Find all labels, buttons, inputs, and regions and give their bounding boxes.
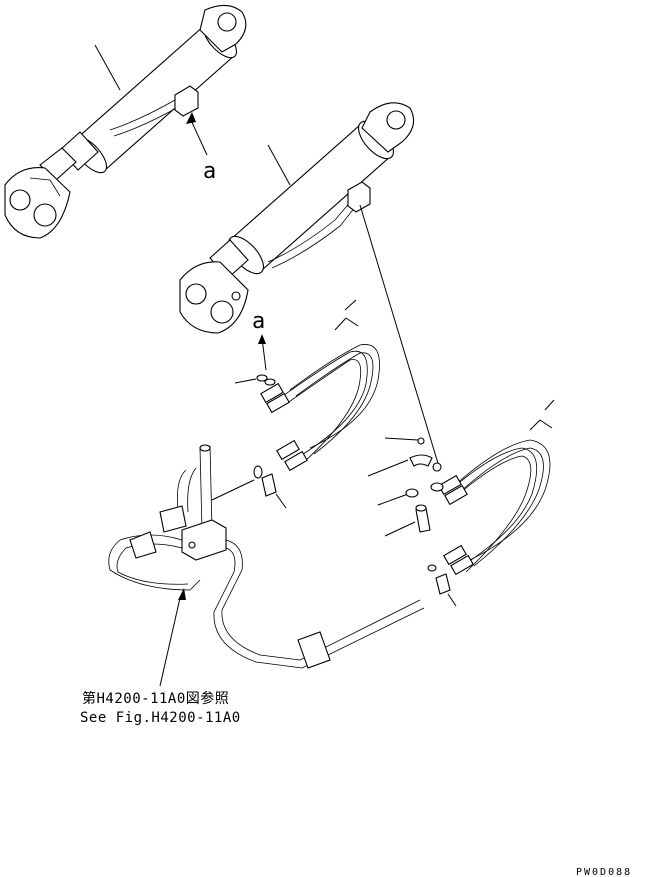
- callout-a-upper: a: [203, 159, 216, 184]
- hose-pair-lower: [438, 399, 555, 576]
- callout-a-lower: a: [252, 309, 265, 334]
- reference-jp: 第H4200-11A0図参照: [82, 690, 229, 707]
- tube-assembly: [108, 444, 425, 687]
- hose-pair-upper: [234, 299, 380, 472]
- reference-en: See Fig.H4200-11A0: [80, 710, 241, 726]
- arrow-to-callout-a-upper: [186, 112, 196, 124]
- cylinder-left: [4, 4, 247, 239]
- small-parts: [367, 437, 457, 607]
- cylinder-right: [179, 102, 441, 471]
- drawing-code: PW0D088: [576, 867, 632, 877]
